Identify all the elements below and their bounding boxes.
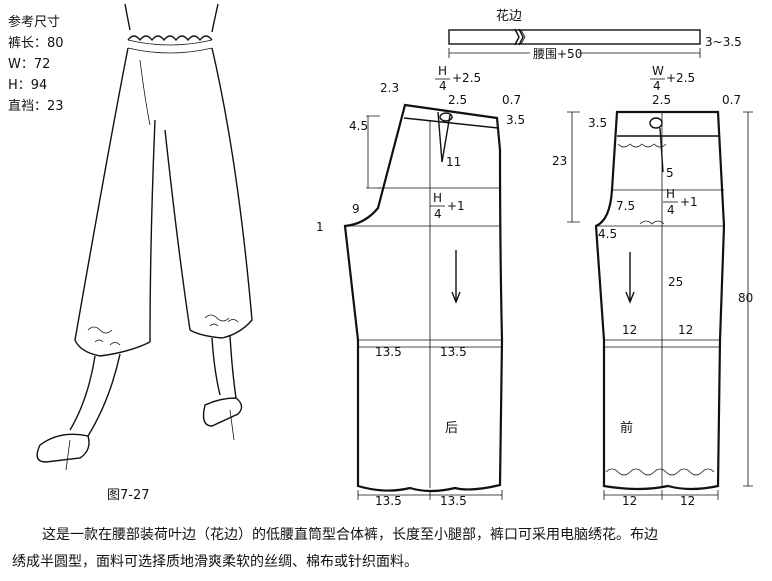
back-side-in: 0.7 [502,93,521,107]
back-waistband: 3.5 [506,113,525,127]
back-hip-formula-rest: +1 [447,199,465,213]
back-knee-left: 13.5 [375,345,402,359]
spec-hip: H：94 [8,78,48,93]
front-side-in: 0.7 [722,93,741,107]
trousers-illustration [36,3,253,471]
front-crotch-ext: 7.5 [616,199,635,213]
back-waist-formula-num: H [438,64,447,78]
back-dart-offset: 2.5 [448,93,467,107]
front-waistband: 3.5 [588,116,607,130]
back-panel: H 4 +2.5 2.3 2.5 0.7 4.5 3.5 11 H 4 +1 9… [316,64,525,508]
front-hem-right: 12 [680,494,695,508]
front-dart-offset: 2.5 [652,93,671,107]
back-panel-name: 后 [445,421,458,436]
front-panel: W 4 +2.5 2.5 0.7 3.5 23 5 H 4 +1 7.5 4.5… [552,64,753,508]
back-waist-formula-den: 4 [439,79,447,93]
spec-rise: 直裆：23 [8,99,64,114]
front-knee-right: 12 [678,323,693,337]
front-total-length: 80 [738,291,753,305]
back-waist-depth: 4.5 [349,119,368,133]
front-panel-name: 前 [620,420,633,436]
caption-line-1: 这是一款在腰部装荷叶边（花边）的低腰直筒型合体裤，长度至小腿部，裤口可采用电脑绣… [42,527,658,543]
back-hip-formula-den: 4 [434,207,442,221]
back-knee-right: 13.5 [440,345,467,359]
back-panel-outline [343,103,504,493]
back-hip-formula-num: H [433,191,442,205]
front-dart-len: 5 [666,166,674,180]
front-panel-outline [594,110,726,491]
front-rise: 23 [552,154,567,168]
front-crotch-drop: 4.5 [598,227,617,241]
figure-label: 图7-27 [107,488,150,503]
front-knee-left: 12 [622,323,637,337]
spec-length: 裤长：80 [8,36,64,51]
back-crotch-drop: 1 [316,220,324,234]
front-hem-left: 12 [622,494,637,508]
front-waist-formula-num: W [652,64,664,78]
caption-line-2: 绣成半圆型，面料可选择质地滑爽柔软的丝绸、棉布或针织面料。 [12,554,418,570]
ruffle-width-label: 腰围+50 [533,47,582,61]
back-crotch-ext: 9 [352,202,360,216]
front-knee-depth: 25 [668,275,683,289]
ruffle-strip: 花边 腰围+50 3~3.5 [448,8,742,61]
specs-heading: 参考尺寸 [8,15,61,30]
back-waist-raise: 2.3 [380,81,399,95]
back-hem-left: 13.5 [375,494,402,508]
spec-waist: W：72 [8,57,51,72]
back-hem-right: 13.5 [440,494,467,508]
front-waist-formula-den: 4 [653,79,661,93]
ruffle-height-label: 3~3.5 [705,35,742,49]
front-hip-formula-den: 4 [667,203,675,217]
caption: 这是一款在腰部装荷叶边（花边）的低腰直筒型合体裤，长度至小腿部，裤口可采用电脑绣… [12,522,764,576]
ruffle-title: 花边 [496,8,522,24]
front-hip-formula-num: H [666,187,675,201]
front-hip-formula-rest: +1 [680,195,698,209]
front-waist-formula-rest: +2.5 [666,71,695,85]
back-dart-len: 11 [446,155,461,169]
back-waist-formula-rest: +2.5 [452,71,481,85]
reference-sizes: 参考尺寸 裤长：80 W：72 H：94 直裆：23 [8,12,64,117]
